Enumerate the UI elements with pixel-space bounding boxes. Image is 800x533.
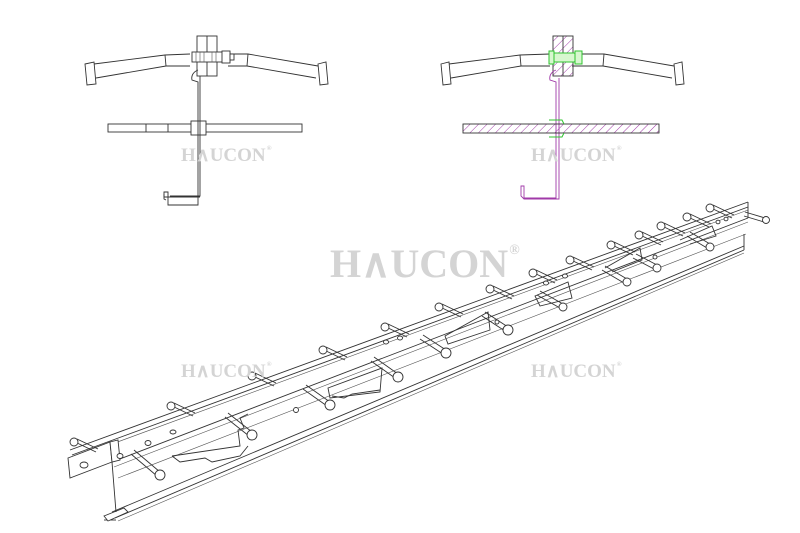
stud (224, 412, 258, 441)
left-arm-outline (84, 35, 329, 206)
stud (601, 265, 632, 287)
watermark-haucon: H∧UCON® (181, 145, 272, 166)
right-arm-outline (440, 35, 685, 200)
stud (302, 384, 336, 411)
stud (528, 268, 558, 284)
stud (632, 253, 662, 273)
stud (434, 302, 464, 318)
anchor-tabs (171, 225, 717, 463)
stud (69, 437, 99, 453)
watermark-haucon: H∧UCON® (531, 361, 622, 382)
stud (634, 230, 664, 246)
top-studs (69, 203, 735, 453)
watermark-haucon-large: H∧UCON® (330, 241, 520, 286)
rail-holes (79, 216, 729, 469)
stud (481, 311, 514, 336)
watermark-haucon: H∧UCON® (181, 361, 272, 382)
stud (247, 371, 277, 387)
stud (606, 240, 636, 256)
stud (370, 356, 404, 383)
stud (536, 290, 568, 312)
stud (656, 221, 686, 237)
stud (682, 212, 712, 228)
front-studs (130, 211, 770, 481)
stud (743, 211, 770, 224)
stud (419, 334, 452, 359)
stud (166, 401, 196, 417)
stud (380, 322, 410, 338)
stud (485, 284, 515, 300)
stud (130, 449, 166, 481)
stud (565, 255, 595, 271)
stud (318, 345, 348, 361)
watermark-haucon: H∧UCON® (531, 145, 622, 166)
stud (705, 203, 735, 219)
